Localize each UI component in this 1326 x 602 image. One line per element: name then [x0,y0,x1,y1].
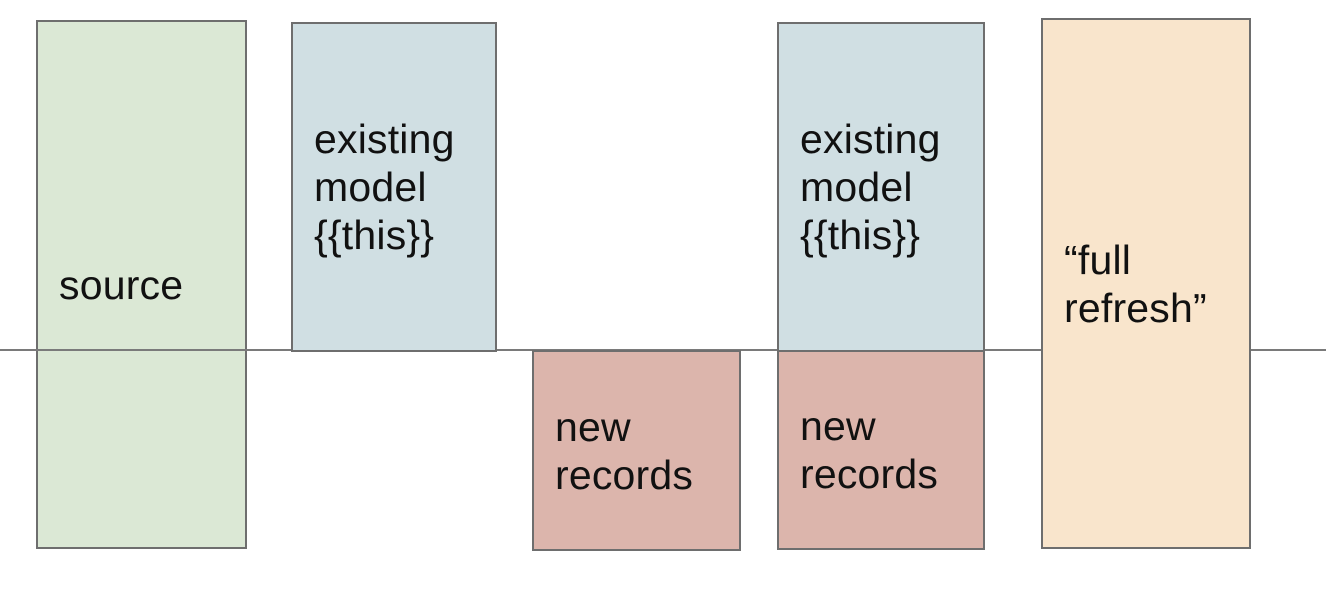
existing-model-box-right-label: existing model {{this}} [800,116,941,258]
existing-model-box-left: existing model {{this}} [291,22,497,352]
new-records-box-right-label: new records [800,403,939,497]
source-box: source [36,20,247,549]
full-refresh-box: “full refresh” [1041,18,1251,549]
new-records-box-left: new records [532,350,741,551]
new-records-box-left-label: new records [555,403,694,498]
new-records-box-right: new records [777,350,985,550]
full-refresh-box-label: “full refresh” [1064,236,1207,331]
existing-model-box-left-label: existing model {{this}} [314,116,455,258]
source-box-label: source [59,261,184,308]
existing-model-box-right: existing model {{this}} [777,22,985,352]
